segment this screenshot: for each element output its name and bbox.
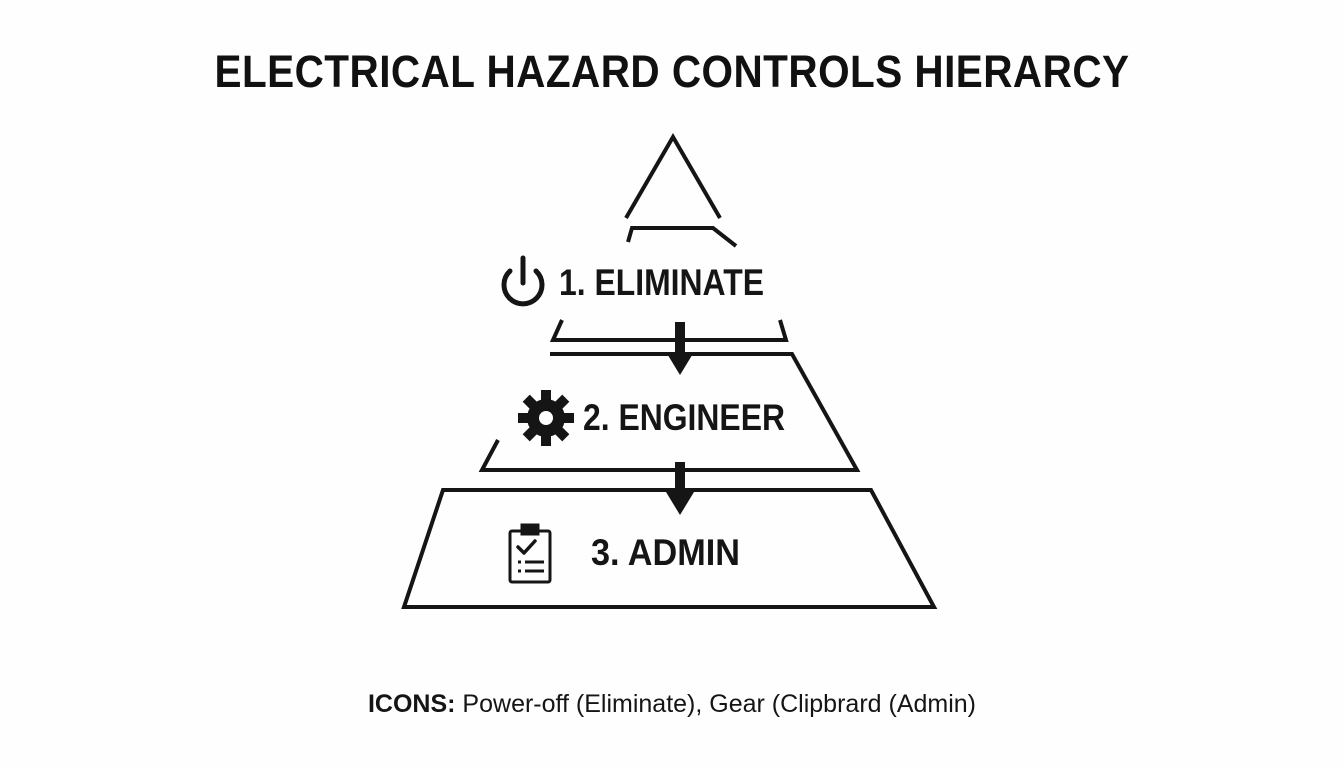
power-icon [501, 255, 545, 307]
tier-label-admin: 3. ADMIN [591, 532, 740, 573]
tier-eliminate-outline [549, 226, 789, 342]
icons-legend-key: ICONS: [367, 690, 456, 718]
pyramid-apex [624, 133, 722, 220]
gear-icon [518, 390, 574, 446]
clipboard-icon [508, 523, 552, 584]
tier-label-engineer: 2. ENGINEER [583, 397, 785, 438]
icons-legend: ICONS: Power-off (Eliminate), Gear (Clip… [0, 690, 1344, 719]
icons-legend-text: Power-off (Eliminate), Gear (Clipbrard (… [455, 690, 977, 718]
arrow-down-icon-2 [666, 462, 694, 515]
arrow-down-icon-1 [666, 322, 694, 375]
tier-admin-outline [401, 488, 938, 609]
diagram-title: ELECTRICAL HAZARD CONTROLS HIERARCY [214, 46, 1130, 97]
tier-label-eliminate: 1. ELIMINATE [559, 262, 764, 303]
tier-engineer-outline [478, 352, 861, 472]
